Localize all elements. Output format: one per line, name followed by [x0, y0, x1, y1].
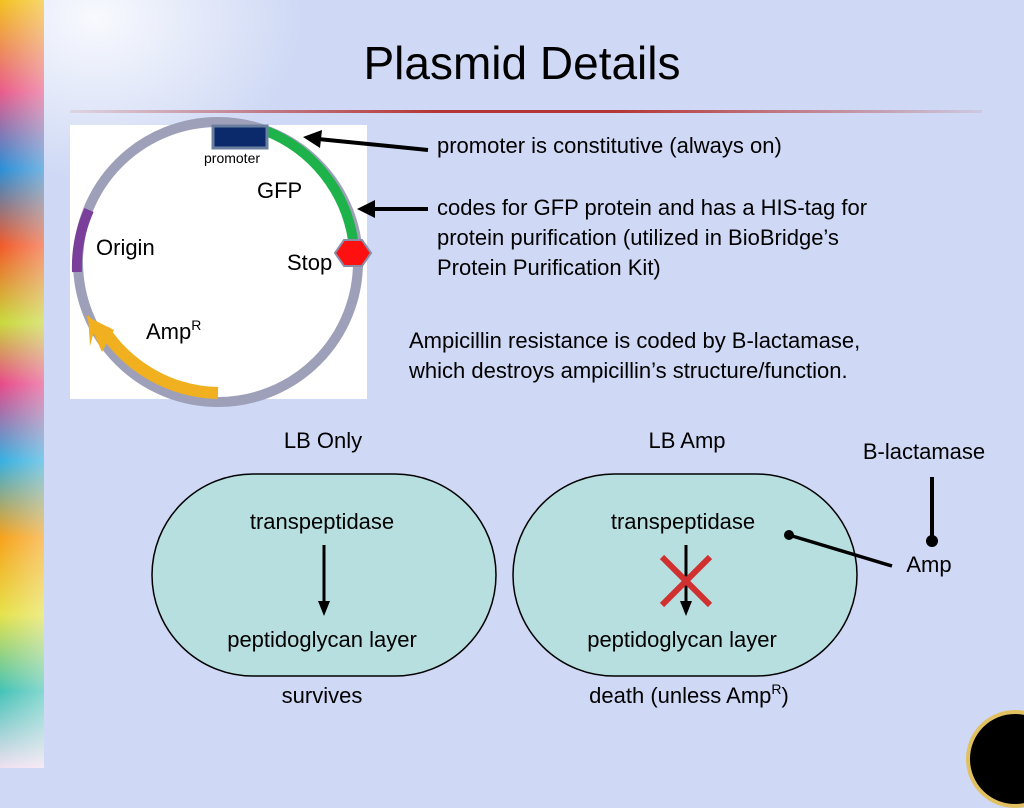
note-amp-line1: Ampicillin resistance is coded by B-lact… [409, 328, 861, 353]
cell-left-enzyme: transpeptidase [250, 509, 394, 534]
amp-inhibitor-label: Amp [906, 552, 951, 577]
decorative-strip [0, 0, 44, 768]
cell-left-label: LB Only [284, 428, 362, 453]
note-gfp-line1: codes for GFP protein and has a HIS-tag … [437, 195, 868, 220]
cell-left-outcome: survives [282, 683, 363, 708]
promoter-box [211, 124, 269, 150]
cell-right-outcome: death (unless AmpR) [589, 681, 789, 708]
gfp-label: GFP [257, 178, 302, 203]
slide-diagram: promoter GFP Origin Stop AmpR LB Only LB… [70, 117, 985, 708]
cell-right-label: LB Amp [648, 428, 725, 453]
blactamase-label: B-lactamase [863, 439, 985, 464]
cell-left-arrow-head [318, 601, 330, 616]
amp-arrowhead-tip [86, 316, 114, 352]
stop-hexagon [333, 239, 373, 267]
promoter-label: promoter [204, 150, 260, 166]
amp-binding-line [788, 533, 893, 568]
note-gfp-line2: protein purification (utilized in BioBri… [437, 225, 839, 250]
cell-left-product: peptidoglycan layer [227, 627, 417, 652]
gfp-pointer-head [357, 200, 375, 218]
origin-segment [71, 207, 94, 273]
cell-right-enzyme: transpeptidase [611, 509, 755, 534]
cell-right-arrow-head [680, 601, 692, 616]
stop-label: Stop [287, 250, 332, 275]
blactamase-dot [926, 535, 938, 547]
promoter-pointer-head [303, 130, 322, 148]
amp-label: AmpR [146, 317, 201, 344]
title-divider [70, 110, 982, 113]
note-gfp-line3: Protein Purification Kit) [437, 255, 661, 280]
cell-right-product: peptidoglycan layer [587, 627, 777, 652]
note-promoter: promoter is constitutive (always on) [437, 133, 782, 158]
amp-segment [98, 326, 219, 399]
origin-label: Origin [96, 235, 155, 260]
blocked-cross-b [659, 554, 713, 608]
note-amp-line2: which destroys ampicillin’s structure/fu… [409, 358, 848, 383]
gfp-segment [264, 126, 358, 241]
promoter-pointer [317, 137, 429, 152]
slide-title: Plasmid Details [363, 37, 681, 89]
